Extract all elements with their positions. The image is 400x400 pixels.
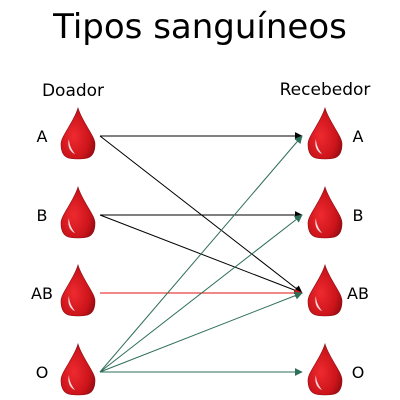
recipient-label-a: A (353, 127, 364, 146)
blood-drop-icon (307, 263, 343, 317)
blood-drop-icon (60, 342, 96, 396)
drop-highlight (315, 218, 322, 233)
recipient-label-o: O (352, 363, 365, 382)
donor-label-a: A (37, 127, 48, 146)
drop-highlight (68, 139, 75, 154)
donor-label-b: B (37, 206, 48, 225)
blood-drop-icon (60, 263, 96, 317)
donor-label-o: O (36, 363, 49, 382)
arrow-o-to-ab (99, 291, 303, 373)
diagram-title: Tipos sanguíneos (52, 7, 347, 47)
recipient-drop-b (307, 185, 343, 239)
donor-drop-o (60, 342, 96, 396)
recipient-heading: Recebedor (280, 80, 371, 100)
blood-drop-icon (60, 185, 96, 239)
blood-drop-icon (307, 185, 343, 239)
drop-highlight (315, 139, 322, 154)
drop-highlight (68, 296, 75, 311)
donor-drop-ab (60, 263, 96, 317)
blood-drop-icon (307, 106, 343, 160)
recipient-drop-ab (307, 263, 343, 317)
drop-highlight (315, 296, 322, 311)
drop-highlight (68, 375, 75, 390)
recipient-label-b: B (353, 206, 364, 225)
donor-drop-a (60, 106, 96, 160)
recipient-drop-o (307, 342, 343, 396)
blood-drop-icon (307, 342, 343, 396)
donor-heading: Doador (42, 81, 104, 101)
recipient-label-ab: AB (347, 284, 369, 303)
donor-label-ab: AB (31, 284, 53, 303)
arrow-o-to-b (99, 214, 303, 373)
recipient-drop-a (307, 106, 343, 160)
drop-highlight (315, 375, 322, 390)
compatibility-arrows (99, 132, 303, 376)
drop-highlight (68, 218, 75, 233)
donor-drop-b (60, 185, 96, 239)
blood-drop-icon (60, 106, 96, 160)
arrow-o-to-a (99, 135, 303, 373)
